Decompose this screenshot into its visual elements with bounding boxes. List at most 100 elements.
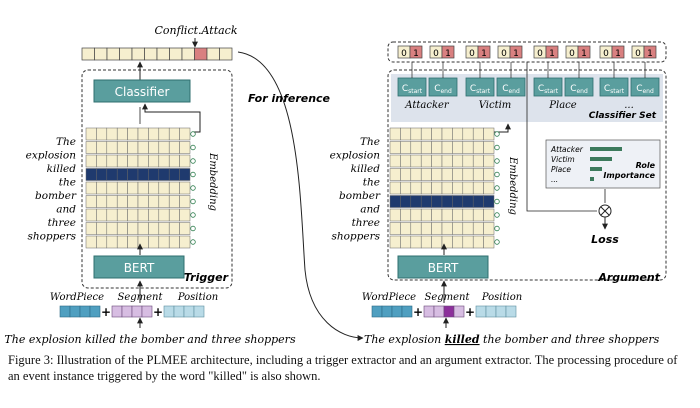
- trigger-output-slot: [219, 47, 233, 61]
- argument-embedding-cell: [472, 222, 484, 235]
- argument-embedding-cell: [462, 168, 474, 181]
- argument-embedding-cell: [400, 168, 412, 181]
- c-subscript: start: [610, 88, 625, 95]
- argument-slot-value: 1: [481, 49, 487, 59]
- trigger-embedding-cell: [137, 181, 149, 195]
- trigger-output-slot: [94, 47, 108, 61]
- argument-embedding-cell: [472, 154, 484, 168]
- argument-output-slot: [611, 45, 625, 59]
- argument-embedding-cell: [452, 195, 464, 208]
- argument-row-dot: [494, 239, 500, 245]
- trigger-embedding-cell: [96, 168, 108, 181]
- trigger-embedding-cell: [137, 127, 149, 141]
- trigger-embedding-label: Embedding: [207, 152, 218, 211]
- argument-token-label: The: [360, 136, 380, 148]
- trigger-row-dot: [190, 239, 196, 245]
- trigger-embedding-cell: [179, 154, 191, 168]
- trigger-embedding-cell: [127, 181, 139, 195]
- argument-slot-value: 0: [401, 49, 407, 59]
- role-name-label: Place: [548, 100, 576, 111]
- argument-embedding-cell: [431, 168, 443, 181]
- c-subscript: end: [576, 88, 587, 95]
- argument-embedding-cell: [483, 154, 495, 168]
- trigger-position-label: Position: [177, 292, 218, 303]
- trigger-output-slot: [106, 47, 120, 61]
- trigger-embedding-cell: [116, 222, 128, 235]
- argument-token-label: and: [360, 204, 380, 216]
- argument-embedding-cell: [420, 222, 432, 235]
- importance-item-label: Place: [551, 165, 571, 174]
- trigger-embedding-cell: [179, 235, 191, 249]
- argument-embedding-cell: [410, 235, 422, 249]
- c-symbol: C: [636, 84, 642, 94]
- argument-embedding-cell: [431, 141, 443, 154]
- argument-output-slot: [643, 45, 657, 59]
- trigger-embedding-cell: [96, 222, 108, 235]
- argument-embedding-cell: [410, 195, 422, 208]
- argument-embedding-cell: [410, 127, 422, 141]
- trigger-embedding-grid: [85, 127, 196, 249]
- trigger-embedding-cell: [96, 235, 108, 249]
- trigger-embedding-cell: [106, 208, 118, 222]
- argument-sentence-trigger: killed: [445, 333, 480, 346]
- argument-input-boxes: ++: [371, 305, 517, 319]
- position-box: [485, 305, 497, 318]
- trigger-embedding-cell: [106, 127, 118, 141]
- argument-embedding-cell: [431, 208, 443, 222]
- segment-box: [453, 305, 465, 318]
- trigger-embedding-cell: [179, 181, 191, 195]
- trigger-embedding-cell: [127, 222, 139, 235]
- c-end-label: Cend: [502, 84, 520, 95]
- segment-box: [433, 305, 445, 318]
- trigger-embedding-cell: [168, 208, 180, 222]
- trigger-embedding-cell: [85, 208, 97, 222]
- argument-slot-value: 0: [569, 49, 575, 59]
- segment-box: [141, 305, 153, 318]
- argument-bert-label: BERT: [428, 261, 459, 275]
- argument-embedding-cell: [420, 181, 432, 195]
- c-symbol: C: [434, 84, 440, 94]
- wordpiece-box: [381, 305, 393, 318]
- argument-embedding-cell: [483, 222, 495, 235]
- trigger-embedding-cell: [106, 181, 118, 195]
- argument-embedding-cell: [420, 208, 432, 222]
- argument-sentence: The explosion killed the bomber and thre…: [364, 333, 660, 346]
- argument-output-slot: [477, 45, 491, 59]
- trigger-embedding-cell: [179, 168, 191, 181]
- argument-embedding-cell: [389, 127, 401, 141]
- argument-embedding-cell: [483, 181, 495, 195]
- c-subscript: end: [440, 88, 451, 95]
- argument-embedding-cell: [410, 168, 422, 181]
- cls-to-classifier-set-arrow: [493, 123, 511, 133]
- argument-embedding-cell: [452, 141, 464, 154]
- trigger-row-dot: [190, 144, 196, 151]
- trigger-embedding-cell: [158, 235, 170, 249]
- argument-embedding-cell: [400, 154, 412, 168]
- trigger-embedding-cell: [179, 195, 191, 208]
- trigger-embedding-cell: [96, 181, 108, 195]
- trigger-embedding-cell: [148, 235, 160, 249]
- argument-slot-value: 1: [413, 49, 419, 59]
- trigger-output-slot: [131, 47, 145, 61]
- wordpiece-box: [391, 305, 403, 318]
- position-box: [183, 305, 195, 318]
- trigger-embedding-cell: [85, 235, 97, 249]
- trigger-bert-box: [93, 255, 185, 279]
- trigger-embedding-cell: [127, 195, 139, 208]
- argument-embedding-cell: [483, 235, 495, 249]
- wordpiece-box: [89, 305, 101, 318]
- argument-slot-value: 1: [647, 49, 653, 59]
- argument-embedding-cell: [462, 154, 474, 168]
- argument-slot-value: 1: [615, 49, 621, 59]
- argument-output-slot: [509, 45, 523, 59]
- argument-embedding-cell: [389, 168, 401, 181]
- trigger-embedding-cell: [127, 154, 139, 168]
- argument-embedding-cell: [389, 141, 401, 154]
- argument-embedding-cell: [452, 235, 464, 249]
- output-to-loss-line: [526, 62, 597, 212]
- argument-embedding-cell: [410, 154, 422, 168]
- role-importance-label-1: Role: [636, 161, 656, 170]
- argument-token-label: the: [363, 177, 380, 189]
- importance-bar: [590, 147, 622, 151]
